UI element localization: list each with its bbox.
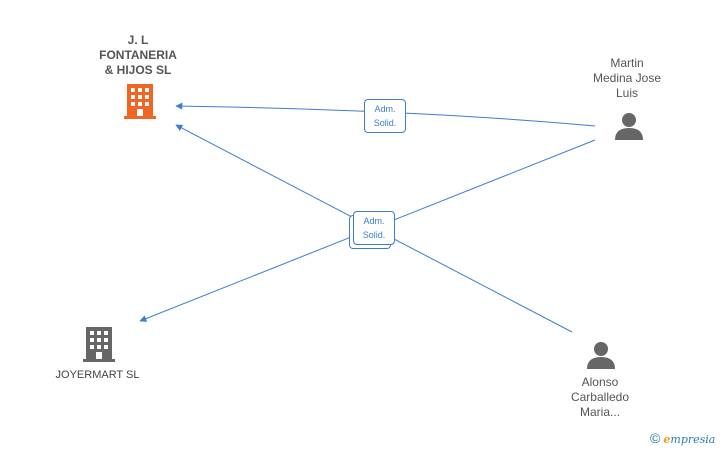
edge-label-role[interactable]: Adm. Solid. <box>353 211 395 245</box>
edge-label-line: Adm. <box>363 216 385 226</box>
brand-logo: empresia <box>663 433 716 446</box>
building-icon[interactable] <box>124 84 156 119</box>
edge-label-line: Solid. <box>362 230 386 240</box>
edge-label-role[interactable]: Adm. Solid. <box>364 99 406 133</box>
label-line: Luis <box>615 86 638 100</box>
building-icon[interactable] <box>83 327 115 362</box>
label-line: Medina Jose <box>592 71 662 85</box>
label-line: Carballedo <box>570 390 630 404</box>
person-alonso-label[interactable]: Alonso Carballedo Maria... <box>555 375 645 420</box>
label-line: FONTANERIA <box>99 48 177 62</box>
person-martin-label[interactable]: Martin Medina Jose Luis <box>582 56 672 101</box>
company-fontaneria-label[interactable]: J. L FONTANERIA & HIJOS SL <box>88 33 188 78</box>
copyright-icon: © <box>650 430 661 446</box>
company-joyermart-label[interactable]: JOYERMART SL <box>40 368 155 383</box>
label-line: Maria... <box>579 405 620 419</box>
label-line: & HIJOS SL <box>104 63 172 77</box>
edge-label-line: Solid. <box>373 118 397 128</box>
edge-label-line: Adm. <box>374 104 396 114</box>
label-line: JOYERMART SL <box>55 369 140 381</box>
person-icon[interactable] <box>615 113 643 140</box>
person-icon[interactable] <box>587 342 615 369</box>
label-line: Martin <box>610 56 644 70</box>
empresia-watermark: © empresia <box>650 430 715 446</box>
label-line: Alonso <box>581 375 619 389</box>
label-line: J. L <box>127 33 149 47</box>
